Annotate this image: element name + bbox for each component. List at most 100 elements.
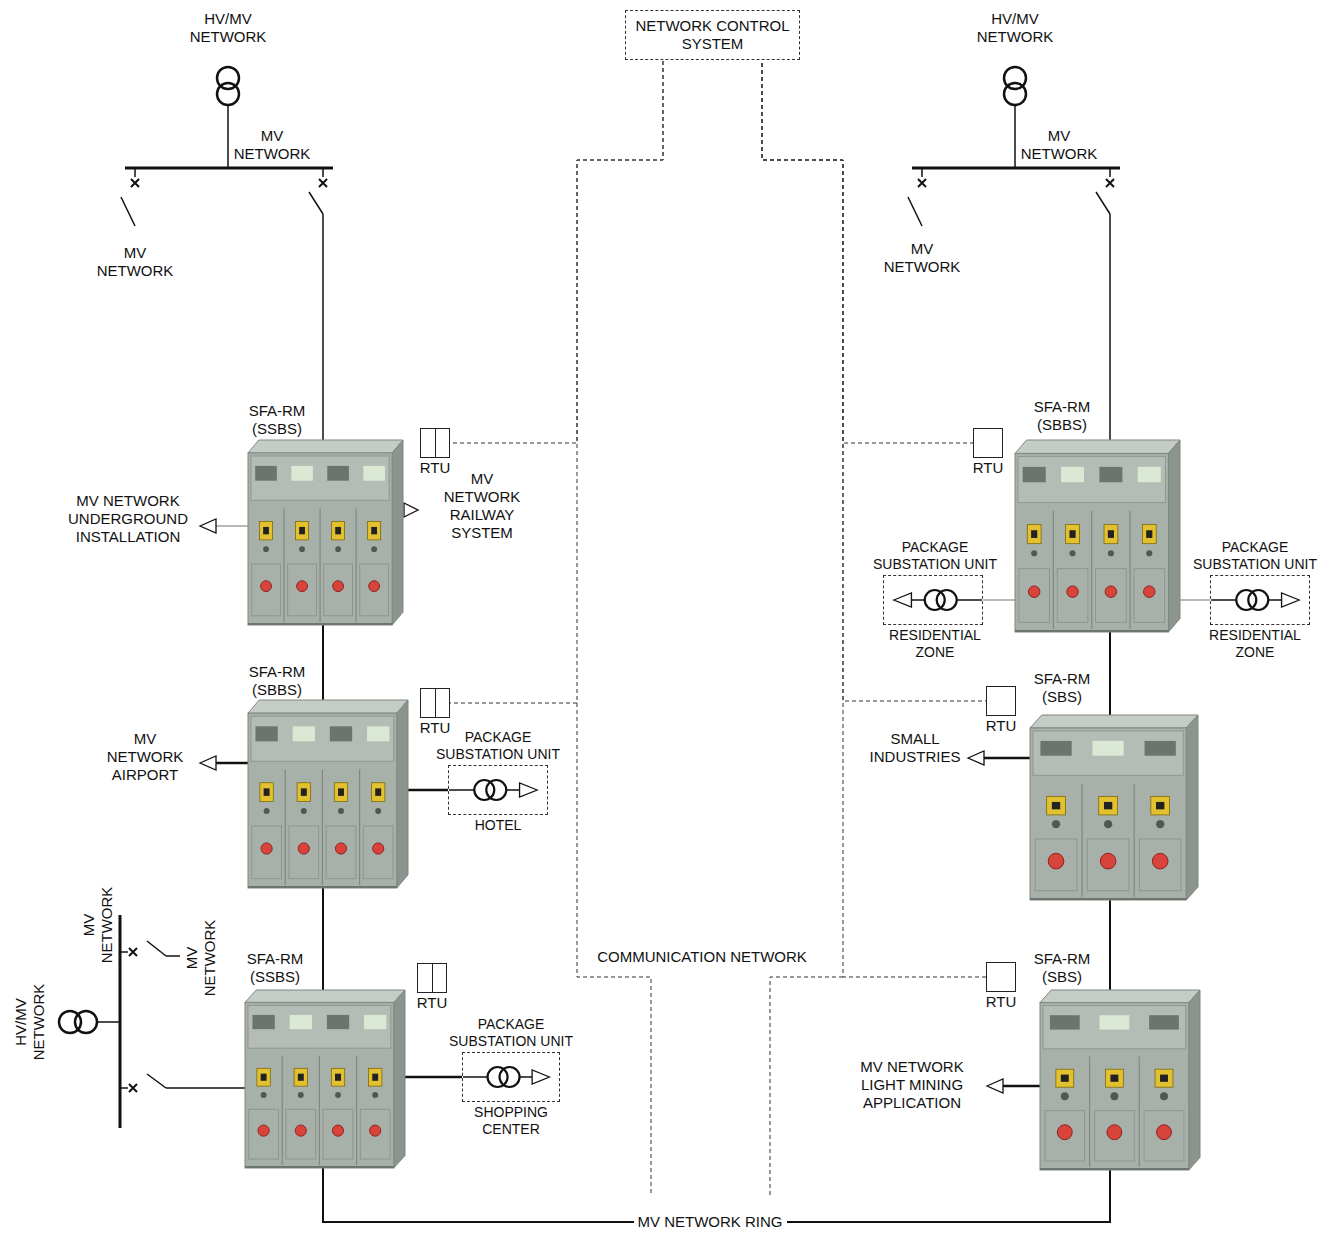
unit-heading: SFA-RM (SBBS) xyxy=(1027,398,1097,434)
panel-divider xyxy=(1053,511,1054,629)
panel-knob xyxy=(371,546,377,552)
lower-door xyxy=(1096,569,1127,623)
panel-knob xyxy=(338,808,344,814)
supply-right xyxy=(908,67,1120,440)
panel-label xyxy=(1104,524,1118,543)
red-button xyxy=(1105,586,1117,598)
panel-knob xyxy=(1160,1092,1168,1100)
network-label: HV/MV NETWORK xyxy=(178,10,278,46)
connector xyxy=(450,60,663,443)
network-label: HV/MV NETWORK xyxy=(12,977,48,1067)
panel-label xyxy=(372,783,385,802)
switchgear-unit: SFA-RM (SSBS) xyxy=(245,990,405,1168)
box-label: NETWORK CONTROL SYSTEM xyxy=(632,17,793,53)
panel-display xyxy=(367,726,389,741)
line-art xyxy=(1004,83,1026,105)
switchgear-picture xyxy=(1015,440,1180,632)
panel-knob xyxy=(1156,820,1164,828)
lower-door xyxy=(289,826,319,879)
connector xyxy=(322,625,324,700)
red-button xyxy=(1028,586,1040,598)
cabinet-top xyxy=(1040,990,1200,1003)
switchgear-picture xyxy=(245,990,405,1168)
rtu-box: RTU xyxy=(986,686,1016,716)
line-art xyxy=(1109,214,1111,440)
switchgear-picture xyxy=(1040,990,1200,1170)
switchgear-unit: SFA-RM (SBS) xyxy=(1040,990,1200,1170)
red-button xyxy=(1057,1125,1072,1140)
panel-divider xyxy=(1129,511,1130,629)
cabinet-base xyxy=(248,886,397,888)
lower-door xyxy=(1087,839,1129,891)
transformer-winding xyxy=(488,1067,508,1087)
lower-door xyxy=(1057,569,1088,623)
panel-knob xyxy=(335,546,341,552)
lower-door xyxy=(252,826,282,879)
panel-slot xyxy=(1146,530,1152,538)
line-art xyxy=(912,167,1120,170)
lower-door xyxy=(323,1109,353,1159)
panel-slot xyxy=(298,1074,304,1081)
feeder-wire xyxy=(1268,599,1281,601)
transformer-winding xyxy=(486,780,506,800)
red-button xyxy=(298,843,309,854)
unit-heading: PACKAGE SUBSTATION UNIT xyxy=(428,729,568,763)
panel-slot xyxy=(263,527,269,534)
line-art xyxy=(134,168,136,177)
unit-heading: SFA-RM (SBBS) xyxy=(242,663,312,699)
panel-label xyxy=(332,521,345,540)
red-button xyxy=(335,843,346,854)
cabinet-front xyxy=(245,1002,394,1168)
lower-door xyxy=(286,1109,316,1159)
connector xyxy=(983,599,1015,600)
panel-label xyxy=(369,1068,382,1086)
network-label: MV NETWORK xyxy=(80,880,116,970)
output-arrow xyxy=(894,593,912,607)
panel-display xyxy=(291,466,313,481)
red-button xyxy=(332,1125,343,1136)
panel-label xyxy=(1151,796,1170,815)
line-art xyxy=(125,167,333,170)
unit-heading: SFA-RM (SSBS) xyxy=(240,950,310,986)
line-art xyxy=(147,941,166,956)
switchgear-picture xyxy=(1030,715,1198,900)
line-art xyxy=(120,1087,128,1089)
rtu-divider xyxy=(435,429,436,457)
panel-divider xyxy=(1091,511,1092,629)
switchgear-unit: SFA-RM (SSBS) xyxy=(248,440,403,625)
supply-left xyxy=(121,67,333,440)
panel-knob xyxy=(335,1092,341,1098)
unit-heading: PACKAGE SUBSTATION UNIT xyxy=(1185,539,1325,573)
network-label: MV NETWORK LIGHT MINING APPLICATION xyxy=(855,1058,970,1112)
line-art xyxy=(227,105,229,168)
panel-label xyxy=(257,1068,270,1086)
feeder-wire xyxy=(957,599,982,601)
zone-label: SHOPPING CENTER xyxy=(461,1104,561,1138)
panel-slot xyxy=(335,527,341,534)
line-art xyxy=(129,1084,137,1092)
red-button xyxy=(297,581,308,592)
switchgear-unit: SFA-RM (SBBS) xyxy=(1015,440,1180,632)
cabinet-side xyxy=(394,990,405,1168)
panel-display xyxy=(1138,467,1161,482)
line-art xyxy=(217,83,239,105)
panel-slot xyxy=(338,788,344,796)
connector xyxy=(1109,632,1111,715)
panel-knob xyxy=(372,1092,378,1098)
red-button xyxy=(261,581,272,592)
unit-heading: SFA-RM (SBS) xyxy=(1027,670,1097,706)
panel-divider xyxy=(319,508,320,622)
panel-divider xyxy=(1134,783,1135,897)
transformer-winding xyxy=(925,590,945,610)
lower-door xyxy=(360,564,389,616)
panel-slot xyxy=(375,788,381,796)
panel-display xyxy=(330,726,352,741)
line-art xyxy=(166,1087,245,1089)
panel-label xyxy=(1155,1069,1173,1087)
panel-knob xyxy=(261,1092,267,1098)
feeder-wire xyxy=(1211,599,1236,601)
line-art xyxy=(987,1079,1003,1093)
cabinet-base xyxy=(1030,898,1186,900)
rtu-box: RTU xyxy=(420,428,450,458)
panel-label xyxy=(296,521,309,540)
